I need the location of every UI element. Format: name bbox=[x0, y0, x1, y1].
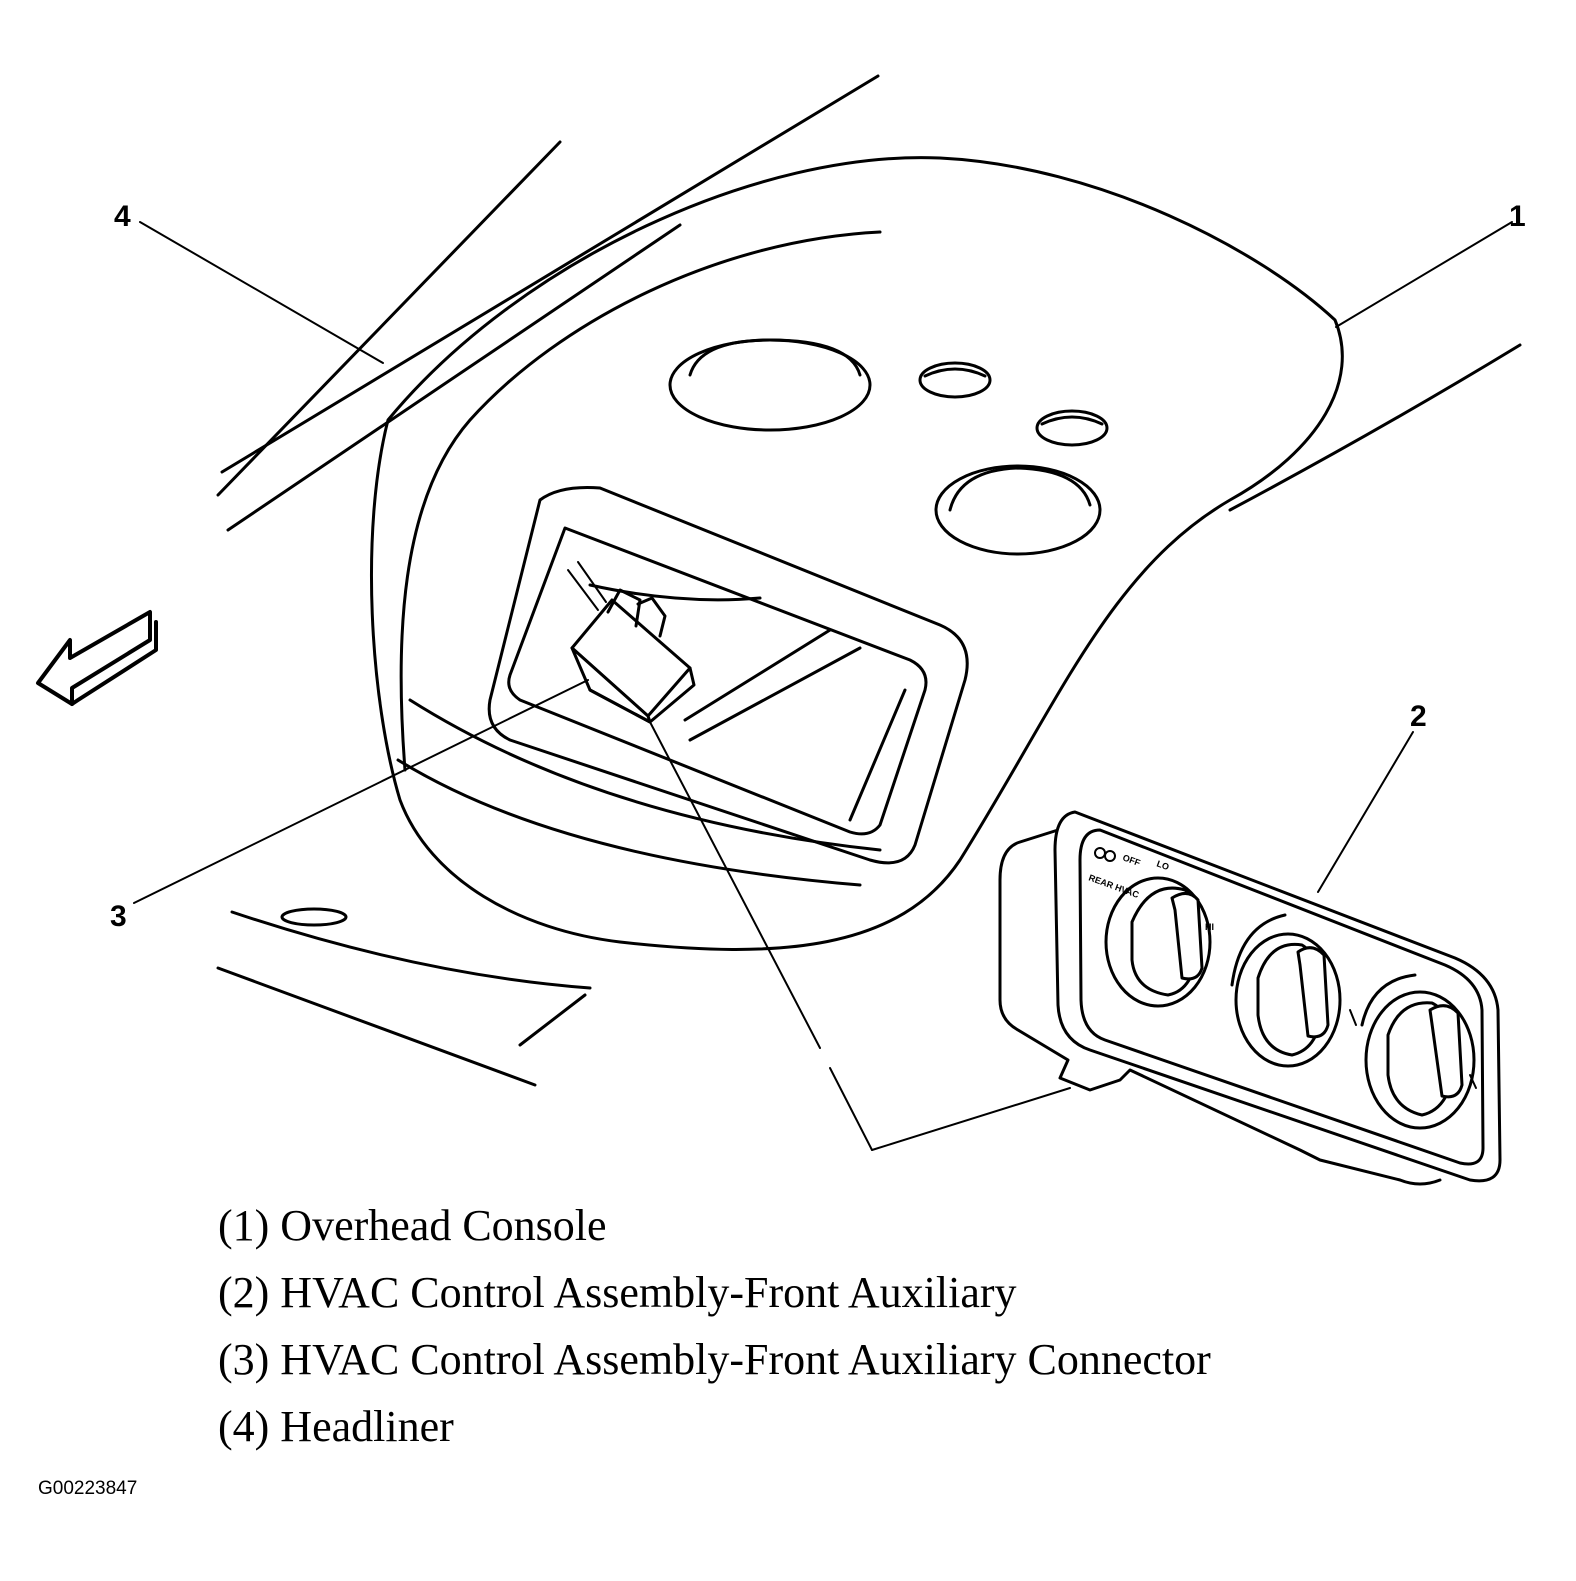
callout-2: 2 bbox=[1410, 700, 1427, 733]
headliner bbox=[216, 74, 1522, 1087]
leader-lines bbox=[133, 221, 1513, 1151]
legend-item-headliner: (4) Headliner bbox=[218, 1402, 454, 1451]
callout-3: 3 bbox=[110, 900, 127, 933]
callout-4: 4 bbox=[114, 200, 131, 233]
panel-label-hi: HI bbox=[1205, 922, 1214, 932]
forward-arrow-icon bbox=[36, 610, 158, 706]
callout-1: 1 bbox=[1509, 200, 1526, 233]
legend: (1) Overhead Console (2) HVAC Control As… bbox=[218, 1192, 1211, 1460]
overhead-console bbox=[369, 156, 1344, 951]
panel-label-lo: LO bbox=[1155, 858, 1170, 872]
legend-item-overhead-console: (1) Overhead Console bbox=[218, 1201, 607, 1250]
hvac-control-assembly: REAR HVAC OFF LO HI bbox=[998, 810, 1502, 1186]
legend-item-hvac-control-assembly: (2) HVAC Control Assembly-Front Auxiliar… bbox=[218, 1268, 1017, 1317]
figure-id: G00223847 bbox=[38, 1478, 138, 1499]
connector bbox=[570, 588, 696, 724]
legend-item-hvac-connector: (3) HVAC Control Assembly-Front Auxiliar… bbox=[218, 1335, 1211, 1384]
